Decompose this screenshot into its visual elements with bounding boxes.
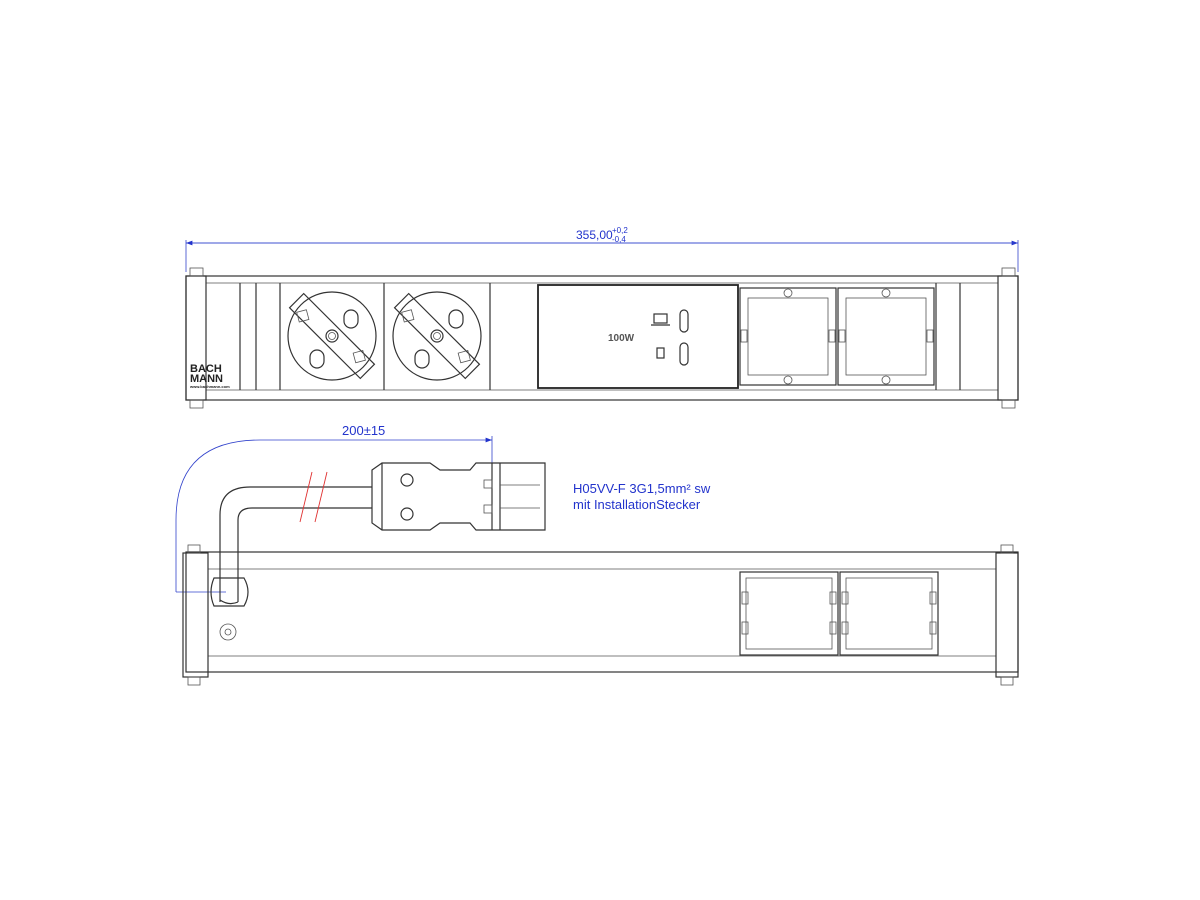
- logo-line1: BACH: [190, 363, 222, 375]
- keystone-frame-bottom-1: [739, 571, 839, 656]
- usb-module: 100W: [537, 284, 739, 389]
- usb-power-label: 100W: [608, 333, 635, 344]
- usb-c-port-2: [679, 342, 689, 366]
- tolerance-minus: -0,4: [612, 235, 626, 244]
- housing-bottom: [182, 544, 1019, 686]
- top-view: 355,00 +0,2 -0,4 BACH MANN www.bachmann.…: [185, 226, 1019, 409]
- keystone-frame-1: [739, 287, 837, 386]
- logo-line2: MANN: [190, 373, 223, 385]
- keystone-frame-2: [837, 287, 935, 386]
- keystone-frame-bottom-2: [839, 571, 939, 656]
- bottom-view: 200±15: [175, 423, 1019, 686]
- housing-top: [185, 267, 1019, 409]
- logo: BACH MANN www.bachmann.com: [189, 363, 230, 389]
- end-cap-right: [995, 552, 1019, 678]
- usb-c-port-1: [679, 309, 689, 333]
- end-cap-right: [997, 275, 1019, 401]
- cable-gland: [210, 577, 249, 607]
- cable-dimension: 200±15: [175, 423, 493, 593]
- end-cap-left: [182, 552, 209, 678]
- connector-label: mit InstallationStecker: [573, 497, 701, 512]
- cable-length-value: 200±15: [342, 423, 385, 438]
- tolerance-plus: +0,2: [612, 226, 628, 235]
- socket-1: [287, 291, 377, 381]
- cable-spec: H05VV-F 3G1,5mm² sw: [573, 481, 711, 496]
- logo-url: www.bachmann.com: [189, 384, 230, 389]
- socket-2: [392, 291, 482, 381]
- cable: [219, 471, 372, 605]
- laptop-icon: [651, 313, 670, 326]
- length-value: 355,00: [576, 228, 613, 242]
- installation-connector: [371, 462, 546, 531]
- length-dimension: 355,00 +0,2 -0,4: [185, 226, 1019, 272]
- indicator-icon: [656, 347, 665, 359]
